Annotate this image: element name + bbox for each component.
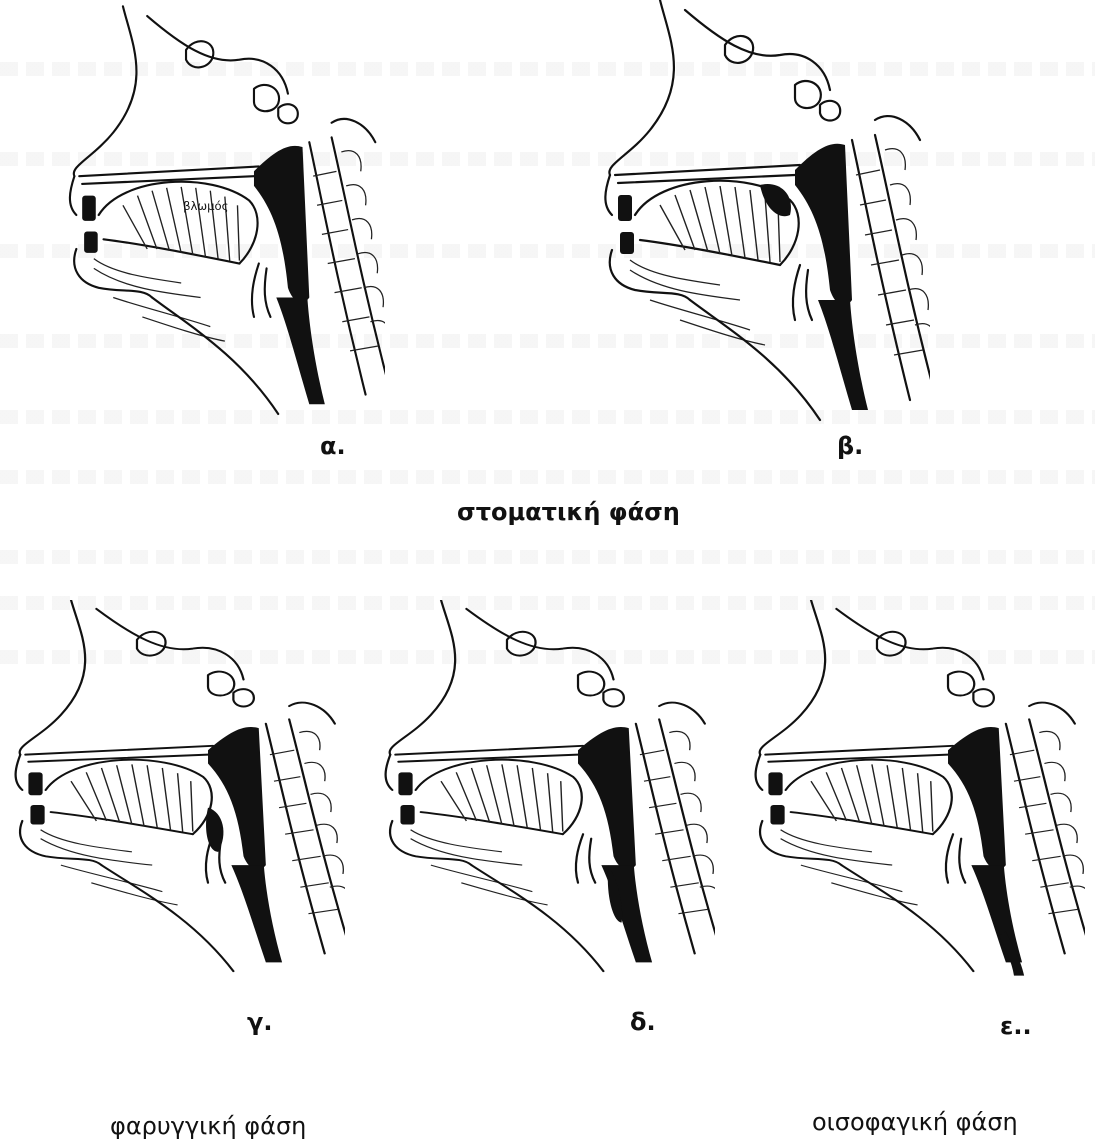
diagram-panel-epsilon (740, 600, 1085, 980)
phase-title-pharyngeal: φαρυγγική φάση (110, 1112, 306, 1140)
phase-title-oral: στοματική φάση (457, 498, 680, 526)
head-sagittal-illustration (740, 600, 1085, 980)
head-sagittal-illustration (370, 600, 715, 980)
bolus-label: βλωμός (183, 199, 228, 213)
head-sagittal-illustration: βλωμός (55, 0, 385, 430)
panel-label-alpha: α. (320, 432, 346, 460)
panel-label-beta: β. (837, 432, 863, 460)
diagram-panel-alpha: βλωμός (55, 0, 385, 430)
head-sagittal-illustration (0, 600, 345, 980)
panel-label-epsilon: ε.. (1000, 1012, 1032, 1040)
diagram-panel-gamma (0, 600, 345, 980)
panel-label-delta: δ. (630, 1008, 656, 1036)
background-text-trace (0, 550, 1095, 564)
background-text-trace (0, 470, 1095, 484)
phase-title-esophageal: οισοφαγική φάση (812, 1108, 1018, 1136)
diagram-panel-delta (370, 600, 715, 980)
head-sagittal-illustration (590, 0, 930, 430)
panel-label-gamma: γ. (247, 1008, 272, 1036)
diagram-panel-beta (590, 0, 930, 430)
